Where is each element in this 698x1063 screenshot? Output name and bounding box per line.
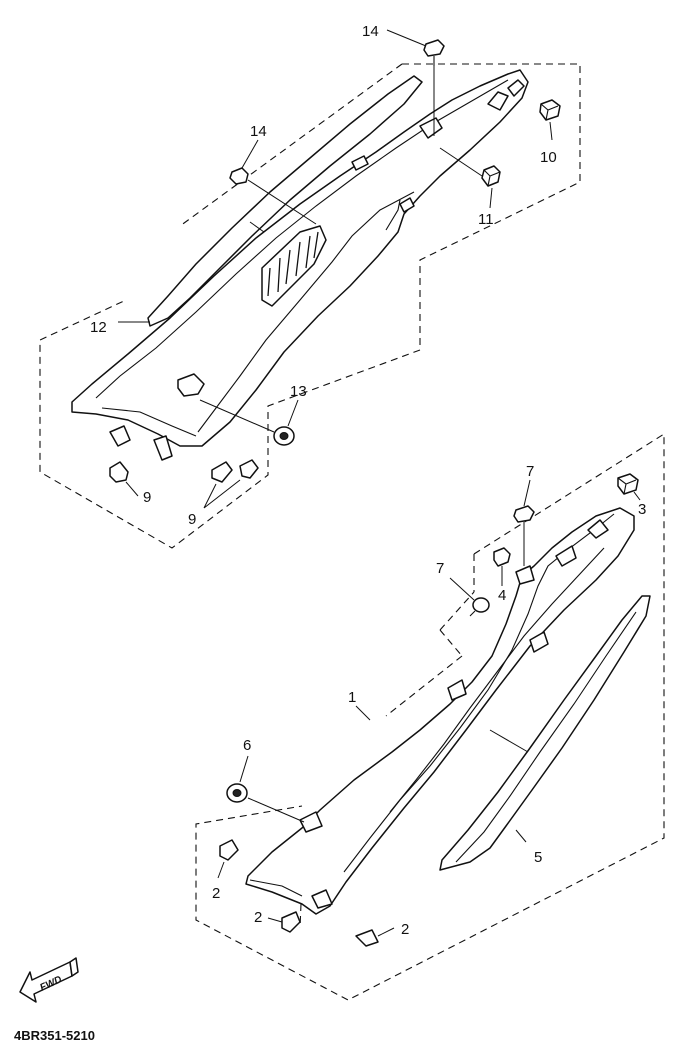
part-9-pads xyxy=(109,459,259,509)
callout-labels: 14 14 10 11 12 13 9 9 7 3 7 4 1 6 5 2 2 … xyxy=(90,23,646,938)
forward-arrow: FWD xyxy=(19,957,79,1003)
callout-9-left: 9 xyxy=(143,489,151,506)
upper-assembly xyxy=(39,39,581,549)
part-14-screw-top xyxy=(423,39,445,136)
part-7-screw-lower xyxy=(469,597,490,617)
callout-12: 12 xyxy=(90,319,107,336)
callout-2-middle: 2 xyxy=(254,909,262,926)
callout-3: 3 xyxy=(638,501,646,518)
part-10-clip xyxy=(539,99,561,121)
part-14-screw-left xyxy=(229,167,317,225)
callout-5: 5 xyxy=(534,849,542,866)
part-5-trim-strip xyxy=(439,595,651,871)
callout-13: 13 xyxy=(290,383,307,400)
part-13-grommet xyxy=(199,399,295,446)
callout-6: 6 xyxy=(243,737,251,754)
callout-1: 1 xyxy=(348,689,356,706)
part-2-pads xyxy=(217,839,395,947)
callout-2-left: 2 xyxy=(212,885,220,902)
part-11-nut xyxy=(439,147,501,187)
callout-14-left: 14 xyxy=(250,123,267,140)
lower-assembly xyxy=(195,433,665,1001)
upper-damper xyxy=(177,373,205,397)
part-4-nut xyxy=(493,547,511,567)
callout-14-top: 14 xyxy=(362,23,379,40)
callout-2-right: 2 xyxy=(401,921,409,938)
upper-side-cover xyxy=(71,69,529,461)
lower-group-outline xyxy=(195,433,665,1001)
callout-9-right: 9 xyxy=(188,511,196,528)
part-3-nut xyxy=(617,473,639,495)
callout-4: 4 xyxy=(498,587,506,604)
callout-7-upper: 7 xyxy=(526,463,534,480)
callout-10: 10 xyxy=(540,149,557,166)
part-7-screw-upper xyxy=(513,505,535,566)
drawing-code: 4BR351-5210 xyxy=(14,1028,95,1043)
callout-11: 11 xyxy=(478,211,494,228)
callout-7-lower: 7 xyxy=(436,560,444,577)
part-1-side-cover xyxy=(245,507,635,915)
upper-group-outline xyxy=(39,63,581,549)
part-6-grommet xyxy=(226,783,305,823)
part-12-trim-strip xyxy=(147,75,423,327)
